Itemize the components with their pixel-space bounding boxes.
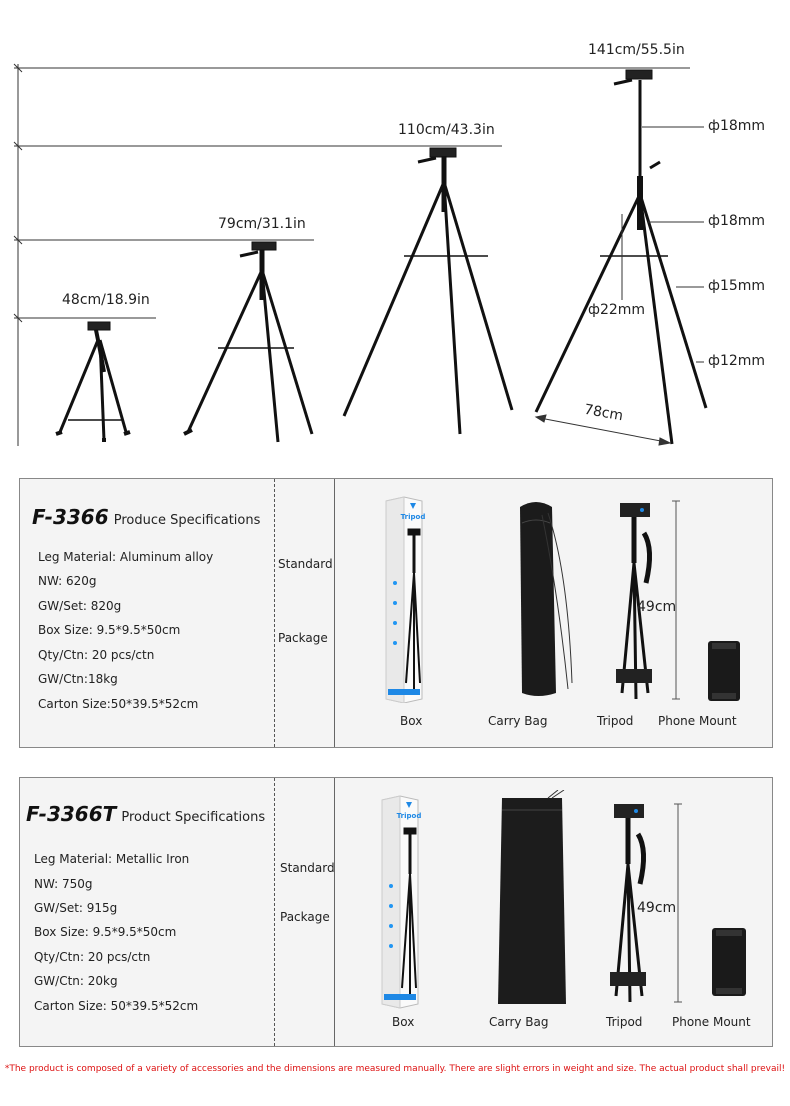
caption-phone-mount: Phone Mount: [658, 714, 737, 728]
height-label-79cm: 79cm/31.1in: [218, 216, 306, 232]
model-number: F-3366T: [26, 802, 117, 826]
caption-carry-bag: Carry Bag: [489, 1015, 549, 1029]
spec-gw-set: GW/Set: 915g: [34, 901, 118, 915]
diameter-label-center: ф22mm: [588, 302, 646, 318]
diameter-label-low: ф12mm: [708, 353, 766, 369]
package-label: Package: [278, 631, 328, 645]
tripod-image: [616, 500, 680, 700]
spec-qty-ctn: Qty/Ctn: 20 pcs/ctn: [38, 648, 155, 662]
caption-tripod: Tripod: [606, 1015, 643, 1029]
carry-bag-image: [520, 502, 573, 696]
height-label-110cm: 110cm/43.3in: [398, 122, 495, 138]
caption-box: Box: [392, 1015, 415, 1029]
tripod-height-dimension: 49cm: [637, 599, 677, 615]
column-divider: [334, 479, 335, 747]
tripod-141cm: [534, 69, 708, 445]
spec-panel-f3366t: F-3366T Product Specifications Leg Mater…: [19, 777, 773, 1047]
standard-label: Standard: [280, 861, 335, 875]
spec-leg-material: Leg Material: Metallic Iron: [34, 852, 190, 866]
spec-gw-set: GW/Set: 820g: [38, 599, 122, 613]
spec-heading: F-3366 Produce Specifications: [32, 505, 260, 529]
spec-heading: F-3366T Product Specifications: [26, 802, 265, 826]
spec-carton-size: Carton Size:50*39.5*52cm: [38, 697, 199, 711]
carry-bag-image: [498, 790, 566, 1004]
spec-subtitle: Product Specifications: [121, 810, 266, 825]
column-divider: [274, 778, 275, 1046]
spec-qty-ctn: Qty/Ctn: 20 pcs/ctn: [34, 950, 151, 964]
height-label-141cm: 141cm/55.5in: [588, 42, 685, 58]
caption-phone-mount: Phone Mount: [672, 1015, 751, 1029]
box-image: Tripod: [385, 496, 426, 703]
caption-carry-bag: Carry Bag: [488, 714, 548, 728]
tripod-79cm: [183, 241, 314, 443]
package-contents-images: Tripod: [385, 496, 740, 703]
tripod-110cm: [342, 147, 514, 435]
package-label: Package: [280, 910, 330, 924]
spec-nw: NW: 750g: [34, 877, 93, 891]
tripod-image: [610, 803, 682, 1003]
column-divider: [274, 479, 275, 747]
diameter-label-top: ф18mm: [708, 118, 766, 134]
height-comparison-figure: 48cm/18.9in 79cm/31.1in 110cm/43.3in 141…: [0, 0, 790, 460]
model-number: F-3366: [32, 505, 109, 529]
diameter-label-mid: ф15mm: [708, 278, 766, 294]
spec-panel-f3366: F-3366 Produce Specifications Leg Materi…: [19, 478, 773, 748]
diameter-label-upper: ф18mm: [708, 213, 766, 229]
caption-tripod: Tripod: [597, 714, 634, 728]
phone-mount-image: [708, 641, 740, 701]
spec-nw: NW: 620g: [38, 574, 97, 588]
standard-label: Standard: [278, 557, 333, 571]
height-label-48cm: 48cm/18.9in: [62, 292, 150, 308]
spec-subtitle: Produce Specifications: [113, 513, 261, 528]
tripod-height-dimension: 49cm: [637, 900, 677, 916]
spec-carton-size: Carton Size: 50*39.5*52cm: [34, 999, 199, 1013]
tripod-48cm: [55, 321, 131, 442]
box-brand-text: Tripod: [397, 812, 422, 820]
caption-box: Box: [400, 714, 423, 728]
package-contents-images: Tripod: [381, 790, 746, 1009]
spec-box-size: Box Size: 9.5*9.5*50cm: [38, 623, 181, 637]
box-image: Tripod: [381, 795, 422, 1009]
spec-box-size: Box Size: 9.5*9.5*50cm: [34, 925, 177, 939]
spec-gw-ctn: GW/Ctn: 20kg: [34, 974, 118, 988]
column-divider: [334, 778, 335, 1046]
tripod-height-diagram: [13, 63, 708, 446]
box-brand-text: Tripod: [401, 513, 426, 521]
phone-mount-image: [712, 928, 746, 996]
spec-gw-ctn: GW/Ctn:18kg: [38, 672, 118, 686]
spec-leg-material: Leg Material: Aluminum alloy: [38, 550, 214, 564]
disclaimer-note: *The product is composed of a variety of…: [4, 1064, 786, 1074]
